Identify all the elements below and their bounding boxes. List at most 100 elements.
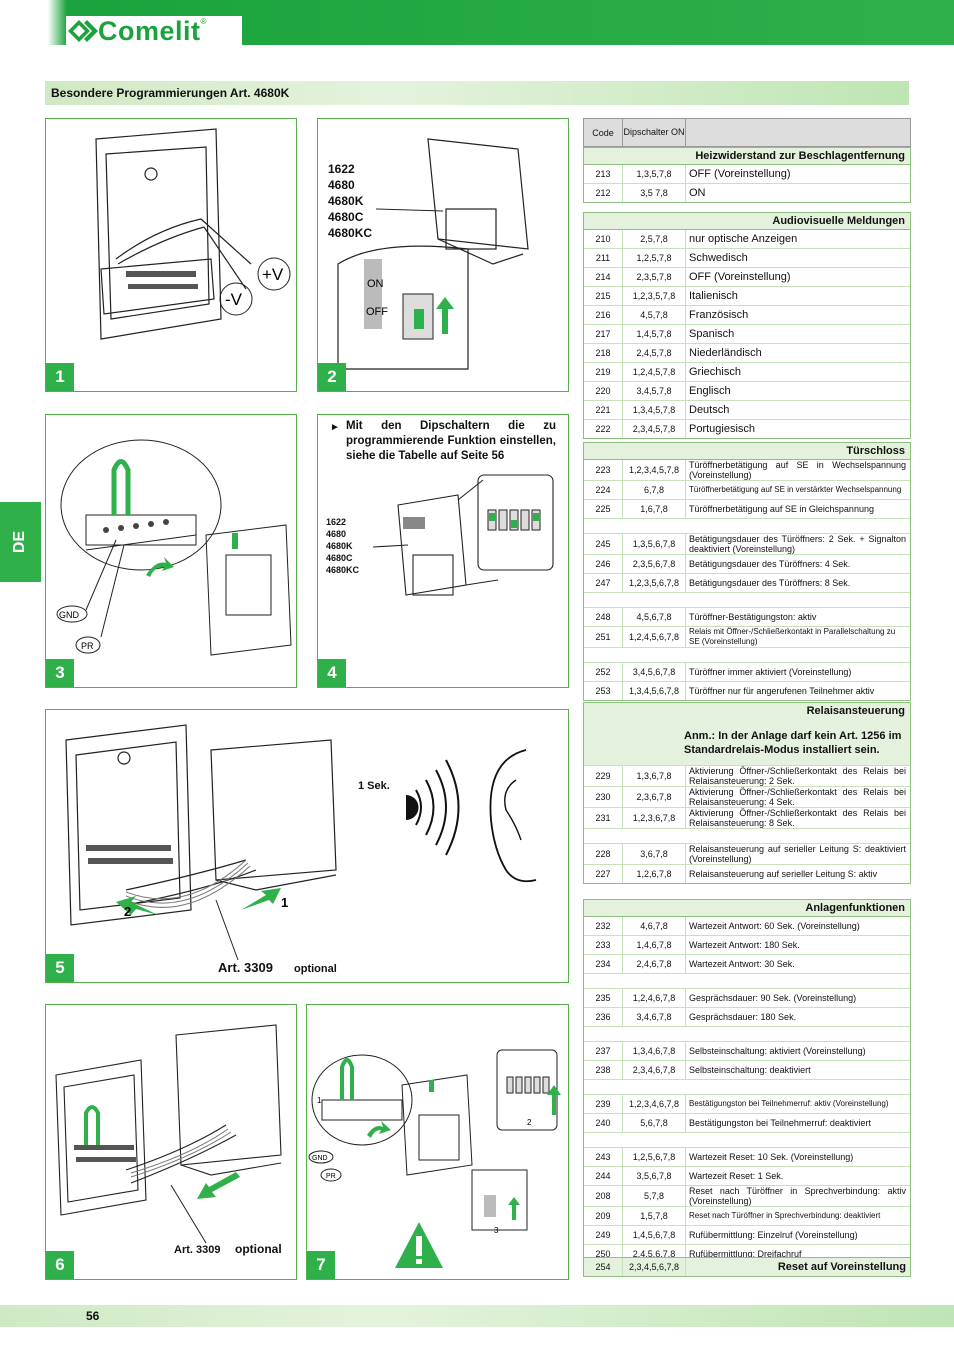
dip-cell: 3,5 7,8 [622, 184, 686, 202]
code-cell: 253 [595, 686, 611, 696]
description-cell: Relaisansteuerung auf serieller Leitung … [689, 869, 878, 879]
figure-number: 4 [318, 659, 346, 687]
description-cell: Rufübermittlung: Einzelruf (Voreinstellu… [689, 1230, 858, 1240]
code-cell: 223 [595, 465, 611, 475]
code-cell: 235 [595, 993, 611, 1003]
figure-panel-7: GND PR 1 2 3 7 [306, 1004, 569, 1280]
table-title: Relaisansteuerung [584, 703, 910, 720]
section-bar: Besondere Programmierungen Art. 4680K [45, 81, 909, 105]
dip-cell: 2,4,6,7,8 [622, 955, 686, 973]
code-cell: 244 [595, 1171, 611, 1181]
footer-bar: 56 [0, 1305, 954, 1327]
warning-icon [395, 1222, 443, 1268]
description-cell: Betätigungsdauer des Türöffners: 4 Sek. [689, 559, 851, 569]
dip-cell: 1,2,6,7,8 [622, 865, 686, 883]
dip-cell: 1,2,5,6,7,8 [622, 1148, 686, 1166]
code-cell: 245 [595, 539, 611, 549]
model-1: 1622 [328, 162, 355, 176]
code-cell: 238 [595, 1065, 611, 1075]
description-cell: nur optische Anzeigen [689, 233, 798, 245]
description-cell: Wartezeit Antwort: 30 Sek. [689, 959, 795, 969]
figure-panel-4: ► Mit den Dipschaltern die zu programmie… [317, 414, 569, 688]
description-cell: Wartezeit Antwort: 180 Sek. [689, 940, 800, 950]
registered-icon: ® [200, 16, 207, 26]
code-cell: 248 [595, 612, 611, 622]
description-cell: Gesprächsdauer: 90 Sek. (Voreinstellung) [689, 993, 857, 1003]
description-cell: Italienisch [689, 290, 738, 302]
description-cell: Reset nach Türöffner in Sprechverbindung… [689, 1186, 906, 1206]
code-cell: 250 [595, 1249, 611, 1259]
description-cell: Relaisansteuerung auf serieller Leitung … [689, 844, 906, 864]
dip-cell: 1,2,4,6,7,8 [622, 989, 686, 1007]
model-3: 4680K [326, 541, 353, 551]
description-cell: Gesprächsdauer: 180 Sek. [689, 1012, 797, 1022]
row-spacer [584, 1027, 910, 1042]
model-4: 4680C [328, 210, 364, 224]
code-cell: 209 [595, 1211, 611, 1221]
description-cell: Griechisch [689, 366, 741, 378]
description-cell: Türöffner nur für angerufenen Teilnehmer… [689, 686, 875, 696]
optional-label: optional [235, 1242, 282, 1256]
figure-panel-6: Art. 3309 optional 6 [45, 1004, 297, 1280]
dip-cell: 1,2,3,5,6,7,8 [622, 574, 686, 592]
table-title: Audiovisuelle Meldungen [584, 213, 910, 230]
code-cell: 218 [595, 348, 611, 358]
code-cell: 240 [595, 1118, 611, 1128]
dip-cell: 6,7,8 [622, 481, 686, 499]
dip-cell: 2,3,5,6,7,8 [622, 555, 686, 573]
minus-v-label: -V [225, 290, 243, 309]
section-title: Besondere Programmierungen Art. 4680K [51, 86, 290, 100]
description-cell: Relais mit Öffner-/Schließerkontakt in P… [689, 627, 896, 646]
description-cell: Türöffnerbetätigung auf SE in Gleichspan… [689, 504, 874, 514]
description-cell: Reset auf Voreinstellung [777, 1261, 906, 1273]
instruction-text: Mit den Dipschaltern die zu programmiere… [346, 420, 556, 462]
dip-cell: 1,6,7,8 [622, 500, 686, 518]
code-cell: 231 [595, 813, 611, 823]
step-3-label: 3 [494, 1226, 499, 1235]
audio-module-dip-illustration: ON OFF [337, 138, 529, 370]
description-cell: Niederländisch [689, 347, 762, 359]
description-cell: Betätigungsdauer des Türöffners: 8 Sek. [689, 578, 851, 588]
description-cell: Türöffnerbetätigung auf SE in verstärkte… [689, 485, 902, 494]
dip-cell: 1,2,4,5,7,8 [622, 363, 686, 381]
dip-cell: 1,3,5,7,8 [622, 165, 686, 183]
code-cell: 220 [595, 386, 611, 396]
model-list: 1622 4680 4680K 4680C 4680KC [328, 161, 372, 241]
reset-row-table: 254 2,3,4,5,6,7,8 Reset auf Voreinstellu… [583, 1257, 911, 1277]
dip-cell: 3,6,7,8 [622, 844, 686, 864]
description-cell: Aktivierung Öffner-/Schließerkontakt des… [689, 808, 906, 828]
dip-cell: 3,4,5,6,7,8 [622, 663, 686, 681]
language-tab-label: DE [11, 530, 29, 554]
figure-panel-5: 2 1 1 Sek. Art. 3309 optional 5 [45, 709, 569, 983]
figure-panel-2: 1622 4680 4680K 4680C 4680KC ON OFF 2 [317, 118, 569, 392]
code-cell: 232 [595, 921, 611, 931]
dip-cell: 1,4,5,7,8 [622, 325, 686, 343]
language-tab: DE [0, 502, 41, 582]
gnd-label: GND [312, 1155, 328, 1162]
description-cell: Türöffnerbetätigung auf SE in Wechselspa… [689, 460, 906, 480]
pr-label: PR [326, 1173, 336, 1180]
dip-cell: 1,2,3,4,5,7,8 [622, 460, 686, 480]
